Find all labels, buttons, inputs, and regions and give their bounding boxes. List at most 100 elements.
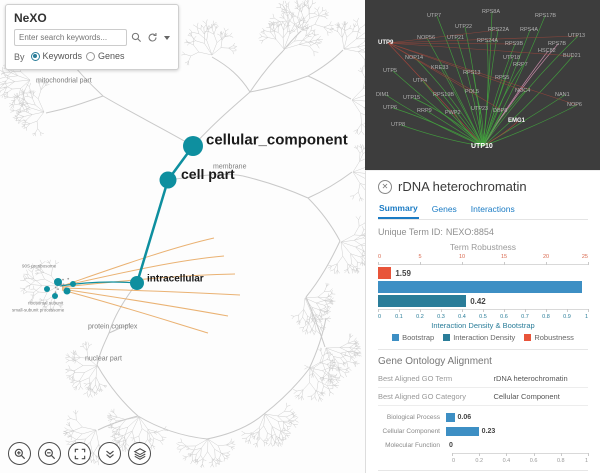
caret-down-icon[interactable] — [164, 35, 170, 40]
gene-node[interactable]: UTP23 — [471, 106, 489, 112]
tree-node-label[interactable]: protein complex — [88, 323, 138, 331]
view-toolbar — [8, 442, 151, 465]
gene-node[interactable]: HSC82 — [538, 48, 556, 54]
gene-node[interactable]: RPS7B — [548, 41, 567, 47]
radio-icon[interactable] — [30, 51, 40, 61]
tree-node-label[interactable]: membrane — [213, 163, 247, 171]
gene-node[interactable]: UTP22 — [455, 24, 473, 30]
gene-node[interactable]: RPS4A — [520, 27, 539, 33]
gene-node[interactable]: DIM1 — [376, 92, 390, 98]
gene-node[interactable]: NOP6 — [567, 102, 582, 108]
gene-node[interactable]: NOP56 — [417, 35, 436, 41]
gene-node[interactable]: RPS17B — [535, 13, 557, 19]
tree-node[interactable] — [130, 276, 144, 290]
gene-node[interactable]: UTP9 — [378, 40, 394, 46]
layers-button[interactable] — [128, 442, 151, 465]
gene-node[interactable]: UTP13 — [568, 33, 586, 39]
search-input[interactable] — [14, 29, 127, 46]
gene-node[interactable]: UTP15 — [403, 95, 421, 101]
axis-tick-label: 1 — [584, 314, 588, 320]
gene-node[interactable]: PWP2 — [445, 110, 461, 116]
tree-node[interactable] — [44, 286, 50, 292]
axis-tick-label: 0.8 — [556, 458, 565, 464]
gene-node[interactable]: UTP6 — [383, 105, 398, 111]
tree-node-label[interactable]: cell part — [181, 166, 235, 182]
ontology-tree-canvas[interactable] — [0, 0, 365, 473]
tab-interactions[interactable]: Interactions — [470, 201, 516, 219]
gene-node[interactable]: RPS8A — [482, 9, 501, 15]
gene-node[interactable]: UTP8 — [391, 122, 406, 128]
collapse-button[interactable] — [98, 442, 121, 465]
gene-node[interactable]: NAN1 — [555, 92, 570, 98]
tree-node[interactable] — [159, 171, 177, 189]
reset-icon[interactable] — [146, 31, 159, 44]
gene-node[interactable]: RPS22A — [488, 27, 510, 33]
gene-node[interactable]: UTP4 — [413, 78, 428, 84]
gene-node[interactable]: DBP8 — [493, 108, 508, 114]
axis-tick-label: 0.9 — [563, 314, 571, 320]
tree-node[interactable] — [183, 136, 203, 156]
tree-node-label[interactable]: nuclear part — [85, 355, 122, 363]
gene-node[interactable]: NOC4 — [515, 88, 531, 94]
gene-node[interactable]: RPS24A — [477, 38, 499, 44]
gene-node[interactable]: EMG1 — [508, 118, 526, 124]
tree-node-label[interactable]: mitochondrial part — [36, 77, 92, 85]
gene-node[interactable]: RPS13 — [463, 70, 481, 76]
close-icon[interactable]: ✕ — [378, 179, 392, 194]
fit-to-screen-button[interactable] — [68, 442, 91, 465]
bar-value-label: 1.59 — [395, 268, 411, 278]
gene-node[interactable]: RPS19B — [433, 92, 455, 98]
bar-fill — [378, 295, 467, 307]
gene-node[interactable]: POL5 — [465, 89, 480, 95]
gene-node[interactable]: KRE33 — [431, 65, 449, 71]
gene-node[interactable]: NOP14 — [405, 55, 424, 61]
gene-node[interactable]: RPS5 — [495, 75, 510, 81]
tree-node-label[interactable]: ribosomal subunit — [28, 300, 64, 306]
gene-node[interactable]: RRP7 — [513, 62, 528, 68]
tree-node-label[interactable]: small-subunit processome — [12, 307, 65, 313]
bar-value-label: 0 — [449, 441, 453, 449]
gene-node[interactable]: UTP5 — [383, 68, 398, 74]
search-icon[interactable] — [130, 31, 143, 44]
radio-icon[interactable] — [86, 51, 96, 61]
tree-node-label[interactable]: 90S preribosome — [22, 263, 57, 269]
tree-node[interactable] — [52, 293, 58, 299]
tab-summary[interactable]: Summary — [378, 201, 419, 219]
gene-node[interactable]: UTP7 — [427, 13, 442, 19]
gene-node-hub[interactable]: UTP10 — [471, 143, 493, 150]
search-by-keywords[interactable]: Keywords — [30, 51, 82, 61]
robustness-axis-label: Interaction Density & Bootstrap — [431, 321, 535, 330]
biological-process-title: Biological Process — [378, 470, 588, 473]
zoom-out-button[interactable] — [38, 442, 61, 465]
bar-fill — [446, 412, 455, 422]
legend-item: Interaction Density — [443, 333, 515, 342]
gene-node[interactable]: RRP9 — [417, 108, 432, 114]
tree-node[interactable] — [54, 278, 62, 286]
tree-node-label[interactable]: intracellular — [147, 273, 204, 285]
bar-fill — [378, 281, 582, 293]
gene-node[interactable]: RPS9B — [505, 41, 524, 47]
zoom-in-button[interactable] — [8, 442, 31, 465]
gene-node[interactable]: UTP21 — [447, 35, 465, 41]
tree-node-label[interactable]: cellular_component — [206, 131, 348, 149]
legend-swatch — [443, 334, 451, 341]
gene-node[interactable]: UTP18 — [503, 55, 521, 61]
tab-genes[interactable]: Genes — [431, 201, 458, 219]
term-title: rDNA heterochromatin — [398, 179, 527, 194]
search-by-genes[interactable]: Genes — [86, 51, 125, 61]
tree-node[interactable] — [63, 287, 71, 295]
tree-node[interactable] — [70, 281, 76, 287]
gene-node[interactable]: BUD21 — [563, 53, 581, 59]
axis-tick-label: 0 — [452, 458, 456, 464]
